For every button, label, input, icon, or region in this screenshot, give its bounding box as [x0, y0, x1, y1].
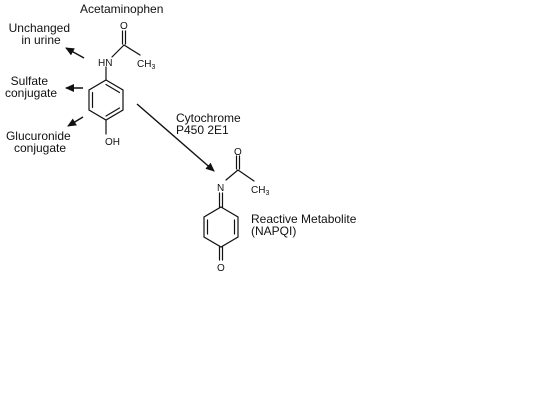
label-reactive-metabolite: Reactive Metabolite (NAPQI) [251, 212, 360, 238]
label-sulfate-conjugate: Sulfate conjugate [5, 74, 57, 100]
atom-nh: HN [98, 58, 112, 69]
bond-n-carbonyl-napqi [225, 169, 239, 181]
acetaminophen-structure [88, 30, 141, 135]
atom-o: O [120, 21, 128, 32]
napqi-structure [203, 155, 255, 261]
bond-carbonyl-methyl [123, 44, 141, 56]
atom-ch3: CH3 [137, 59, 155, 71]
label-glucuronide-conjugate: Glucuronide conjugate [6, 129, 74, 155]
atom-o-bottom-napqi: O [217, 263, 225, 274]
arrow-cytochrome [136, 103, 215, 172]
benzene-ring [88, 79, 124, 121]
ring-double-bond-bottom [105, 107, 121, 117]
atom-ch3-napqi: CH3 [251, 185, 269, 197]
arrow-glucuronide [67, 116, 84, 127]
arrow-unchanged [65, 47, 85, 59]
acetaminophen-title: Acetaminophen [80, 2, 163, 16]
atom-n-napqi: N [217, 183, 224, 194]
label-cytochrome-p450-2e1: Cytochrome P450 2E1 [176, 111, 244, 137]
quinone-ring [203, 206, 239, 248]
ring-double-bond-top [105, 83, 121, 94]
atom-oh: OH [105, 137, 120, 148]
atom-o-top-napqi: O [234, 147, 242, 158]
bond-n-carbonyl [111, 44, 125, 58]
label-unchanged-in-urine: Unchanged in urine [9, 21, 74, 47]
bond-carbonyl-methyl-napqi [237, 169, 255, 182]
